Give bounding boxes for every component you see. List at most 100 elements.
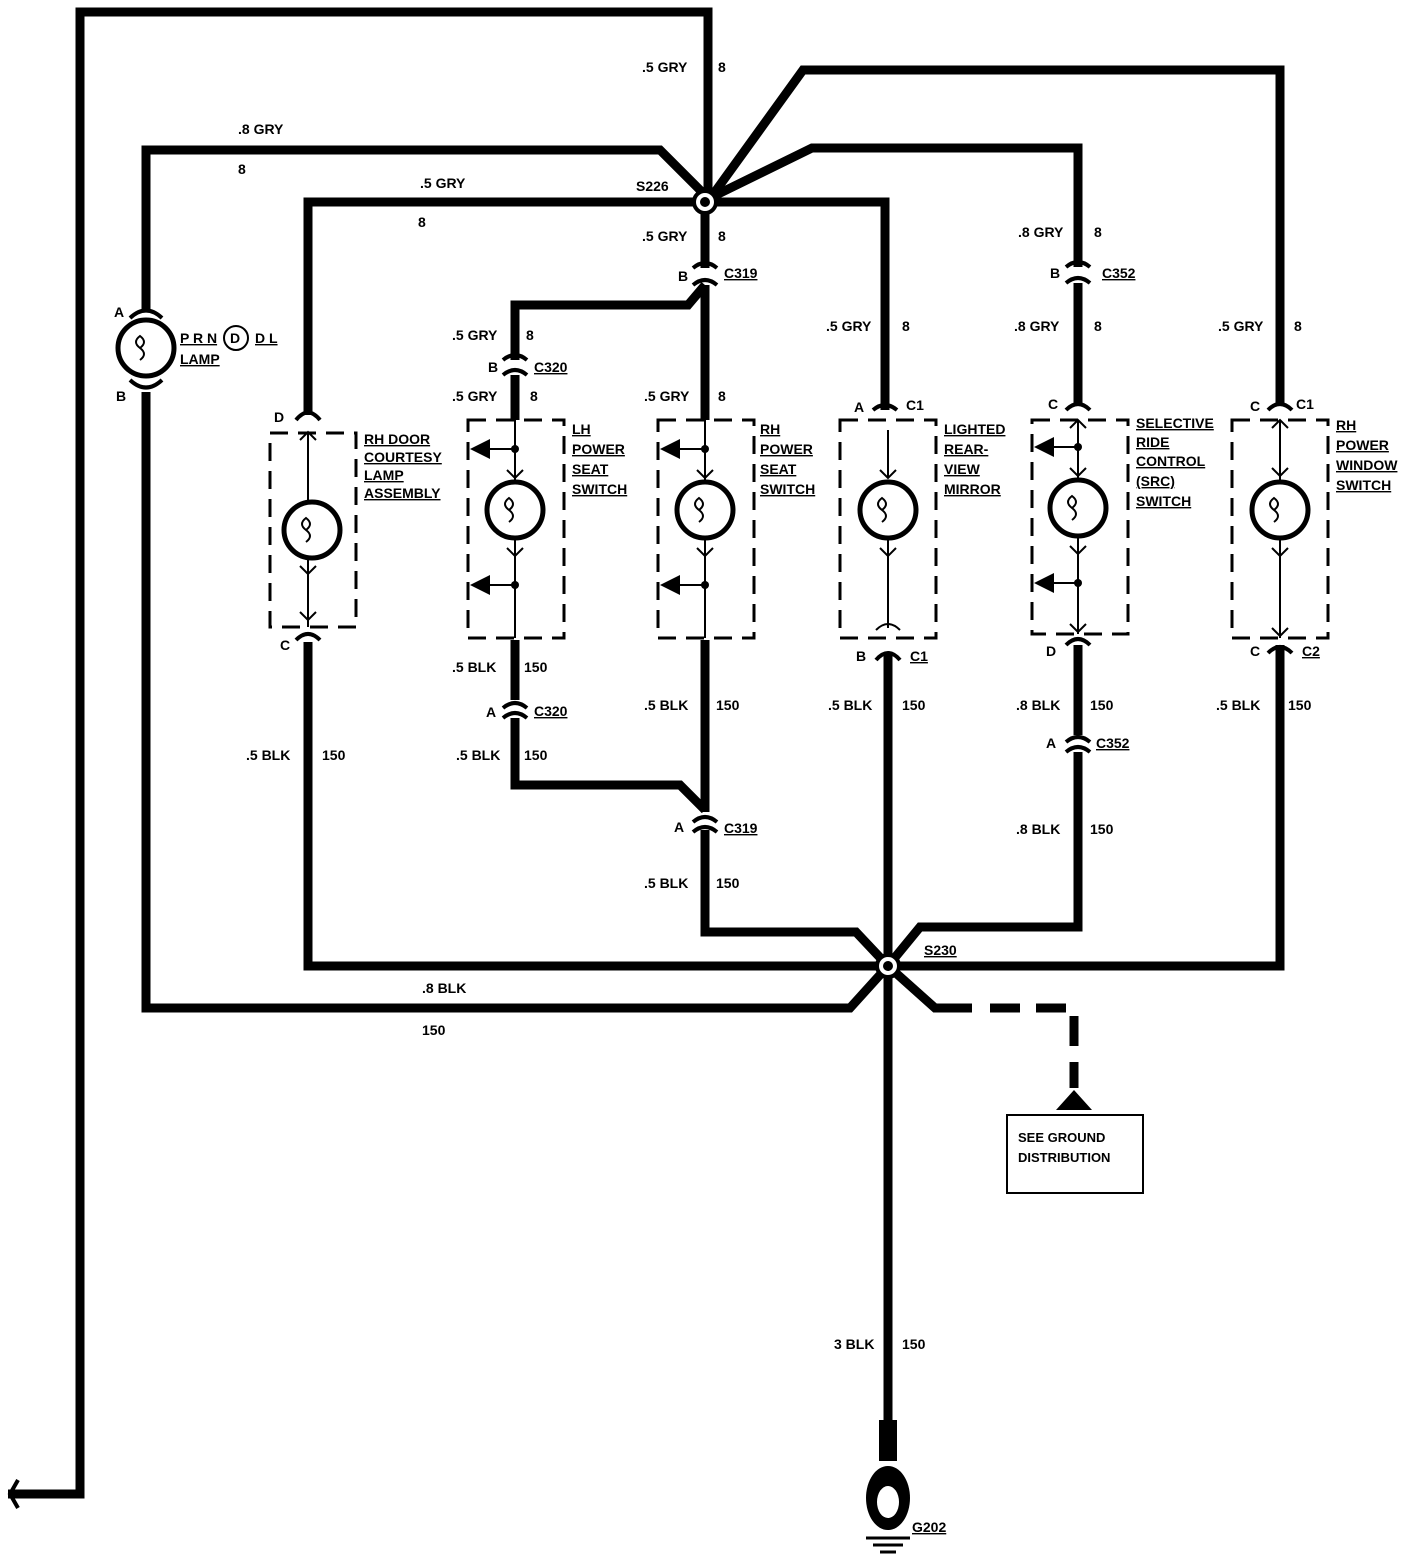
ground-terminal-icon: [866, 1420, 910, 1554]
connector-name: C319: [724, 265, 758, 281]
component-label: (SRC): [1136, 473, 1175, 489]
circuit-number: 150: [322, 747, 346, 763]
pin-label: D: [274, 409, 284, 425]
circuit-number: 150: [716, 697, 740, 713]
prndl-letters: P R N: [180, 330, 217, 346]
window-switch: [1230, 418, 1330, 640]
circuit-number: 8: [526, 327, 534, 343]
connector-name: C1: [1296, 396, 1314, 412]
wire-label: .8 GRY: [1014, 318, 1060, 334]
connector-name: C319: [724, 820, 758, 836]
component-label: SWITCH: [1136, 493, 1191, 509]
prndl-lamp: [115, 308, 249, 390]
circuit-number: 150: [524, 747, 548, 763]
rh-seat-switch: [656, 418, 756, 640]
wire-door-ground: [303, 642, 888, 971]
wire-label: .5 BLK: [644, 697, 688, 713]
lh-seat-switch: [466, 418, 566, 640]
door-lamp-assembly: [268, 430, 358, 629]
circuit-number: 150: [422, 1022, 446, 1038]
wire-label: .5 BLK: [456, 747, 500, 763]
wire-lhseat-feed: [510, 282, 709, 360]
pin-label: A: [854, 399, 864, 415]
prndl-lamp-word: LAMP: [180, 351, 220, 367]
circled-d-icon: [223, 325, 249, 351]
component-label: POWER: [760, 441, 813, 457]
component-label: SELECTIVE: [1136, 415, 1214, 431]
wire-labels: .5 GRY 8 .8 GRY 8 .5 GRY 8 .5 GRY 8 .5 G…: [238, 59, 1312, 1352]
wire-label: .5 GRY: [826, 318, 872, 334]
wire-lhseat-ground2: [510, 718, 709, 814]
wire-mirror-feed: [705, 197, 890, 410]
connector-name: C320: [534, 359, 568, 375]
wire-label: .5 BLK: [246, 747, 290, 763]
wire-prndl-ground: [141, 392, 892, 1013]
wire-label: .5 GRY: [642, 228, 688, 244]
pin-label: B: [856, 648, 866, 664]
pin-label: C: [1250, 398, 1260, 414]
pin-label: C: [1250, 643, 1260, 659]
wire-window-feed: [708, 65, 1285, 405]
wire-label: .5 BLK: [1216, 697, 1260, 713]
wire-gd-dashed: [990, 1003, 1079, 1088]
wire-label: .8 GRY: [238, 121, 284, 137]
ground-distribution-arrow: [1056, 1090, 1092, 1110]
component-label: SEAT: [760, 461, 797, 477]
wire-label: .5 GRY: [1218, 318, 1264, 334]
connector-name: C1: [910, 648, 928, 664]
splice-s226-label: S226: [636, 178, 669, 194]
component-label: SWITCH: [572, 481, 627, 497]
circuit-number: 150: [524, 659, 548, 675]
wire-label: .5 BLK: [452, 659, 496, 675]
wire-src-feed: [708, 143, 1083, 267]
splice-s230-label: S230: [924, 942, 957, 958]
component-labels: RH DOOR COURTESY LAMP ASSEMBLY LH POWER …: [364, 415, 1398, 509]
component-label: RIDE: [1136, 434, 1169, 450]
ground-id: G202: [912, 1519, 946, 1535]
pin-label: B: [1050, 265, 1060, 281]
circuit-number: 150: [902, 697, 926, 713]
circuit-number: 8: [718, 59, 726, 75]
component-label: COURTESY: [364, 449, 442, 465]
pin-label: A: [674, 819, 684, 835]
component-label: SEAT: [572, 461, 609, 477]
connector-name: C2: [1302, 643, 1320, 659]
circuit-number: 150: [1288, 697, 1312, 713]
wire-label: .8 GRY: [1018, 224, 1064, 240]
wire-label: 3 BLK: [834, 1336, 874, 1352]
prndl-pin-a: A: [114, 304, 124, 320]
component-label: SWITCH: [760, 481, 815, 497]
wire-label: .8 BLK: [422, 980, 466, 996]
prndl-tail: D L: [255, 330, 278, 346]
wire-door-feed: [303, 197, 705, 415]
prndl-circled-letter: D: [230, 330, 240, 346]
splice-s230: [875, 953, 901, 979]
wire-label: .8 BLK: [1016, 697, 1060, 713]
circuit-number: 8: [1094, 224, 1102, 240]
wires: [8, 7, 1285, 1499]
circuit-number: 8: [902, 318, 910, 334]
pin-label: D: [1046, 643, 1056, 659]
pin-label: B: [678, 268, 688, 284]
circuit-number: 8: [718, 388, 726, 404]
wire-src-ground2: [884, 752, 1083, 969]
wire-label: .5 BLK: [644, 875, 688, 891]
wire-label: .5 BLK: [828, 697, 872, 713]
circuit-number: 8: [418, 214, 426, 230]
left-arrow-icon: [7, 1479, 20, 1509]
mirror: [838, 418, 938, 640]
wire-window-ground: [888, 645, 1285, 971]
component-label: RH: [1336, 417, 1356, 433]
component-label: ASSEMBLY: [364, 485, 441, 501]
prndl-pin-b: B: [116, 388, 126, 404]
connector-labels: B C319 B C320 B C352 A C320 A C319 A C35…: [274, 265, 1320, 836]
splice-s226: [692, 189, 718, 215]
ground-note-line2: DISTRIBUTION: [1018, 1150, 1110, 1165]
src-switch: [1030, 418, 1130, 636]
pin-label: B: [488, 359, 498, 375]
component-label: WINDOW: [1336, 457, 1398, 473]
component-label: CONTROL: [1136, 453, 1206, 469]
circuit-number: 150: [902, 1336, 926, 1352]
wire-label: .5 GRY: [644, 388, 690, 404]
